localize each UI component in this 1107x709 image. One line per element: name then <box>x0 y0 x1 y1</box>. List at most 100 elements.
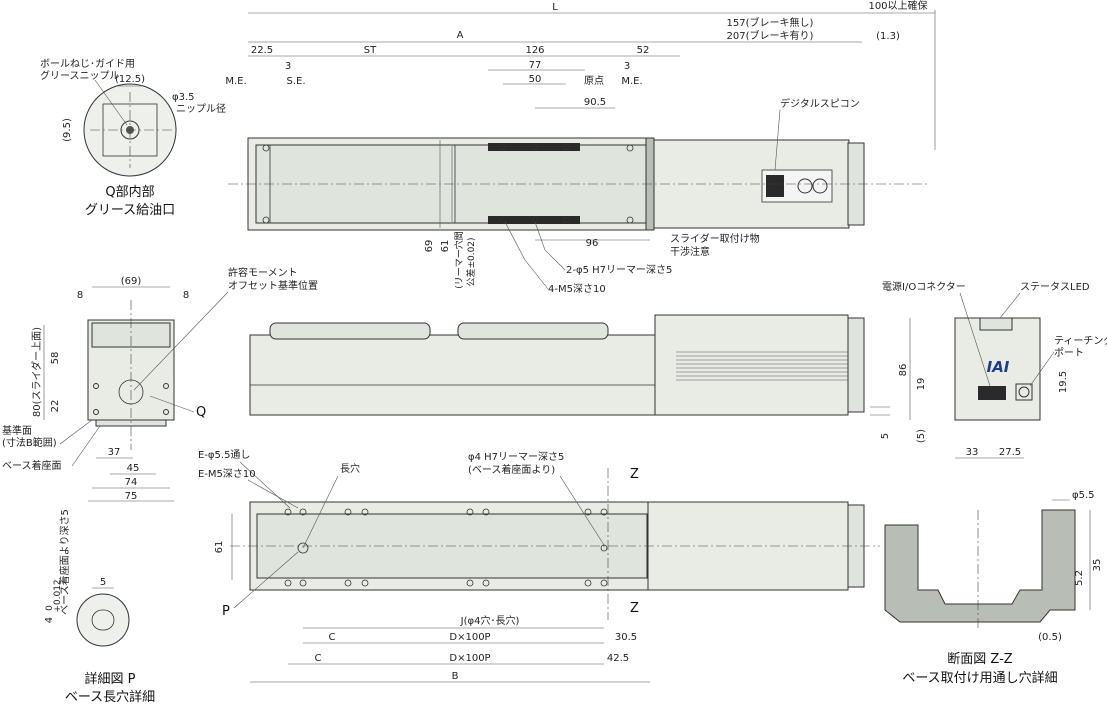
label-se: S.E. <box>286 76 305 87</box>
dim-27-5: 27.5 <box>999 447 1021 458</box>
dim-Dx1: D×100P <box>449 632 490 643</box>
label-origin: 原点 <box>584 75 604 87</box>
dim-69p: (69) <box>121 276 142 287</box>
dim-p-tol-sup: +0.012 <box>53 579 63 612</box>
dim-3b: 3 <box>624 61 630 72</box>
label-p: P <box>222 604 230 619</box>
dim-brake-none: 157(ブレーキ無し) <box>727 16 814 29</box>
dim-19-5: 19.5 <box>1058 371 1069 393</box>
dim-19: 19 <box>916 378 927 391</box>
dim-22: 22 <box>50 400 61 413</box>
dim-74: 74 <box>125 477 138 488</box>
top-rail-1 <box>488 143 580 151</box>
label-teaching-1: ティーチング <box>1054 334 1107 347</box>
label-slot: 長穴 <box>340 462 360 475</box>
dim-8a: 8 <box>77 290 83 301</box>
dim-0-5: (0.5) <box>1038 632 1062 643</box>
dim-77: 77 <box>529 60 542 71</box>
dim-e-phi5-5: E-φ5.5通し <box>198 449 250 461</box>
dim-33: 33 <box>966 447 979 458</box>
label-z-bottom: Z <box>630 601 639 616</box>
label-ref-face-1: 基準面 <box>2 424 32 437</box>
zz-section-shape <box>884 509 1076 623</box>
label-moment-1: 許容モーメント <box>228 266 298 279</box>
dim-9-5: (9.5) <box>62 118 73 142</box>
detail-p: 5 4 +0.012 0 ベース着座面より深さ5 詳細図 P ベース長穴詳細 <box>44 509 155 705</box>
label-q: Q <box>196 405 206 420</box>
dim-brake-with: 207(ブレーキ有り) <box>727 29 814 42</box>
side-fins <box>676 351 848 381</box>
dim-C1: C <box>329 632 336 643</box>
dim-tolerance: 公差±0.02) <box>465 237 477 286</box>
caption-zz-title: 断面図 Z-Z <box>947 652 1013 667</box>
label-slider-note-1: スライダー取付け物 <box>670 232 760 245</box>
side-body <box>249 334 661 416</box>
label-me-left: M.E. <box>225 76 246 87</box>
dim-p-5: 5 <box>100 577 106 588</box>
side-slider-1 <box>269 322 431 340</box>
dim-p-4: 4 <box>44 617 55 623</box>
dim-12-5: (12.5) <box>115 74 145 85</box>
label-me-right: M.E. <box>621 76 642 87</box>
caption-p-sub: ベース長穴詳細 <box>65 689 155 705</box>
right-end-view: IAI 電源I/Oコネクター ステータスLED ティーチング ポート 86 19… <box>882 280 1107 459</box>
power-io-connector <box>978 386 1006 400</box>
dim-clear100: 100以上確保 <box>868 0 927 12</box>
dim-50: 50 <box>529 74 542 85</box>
caption-p-title: 詳細図 P <box>85 671 136 687</box>
side-slider-2 <box>457 322 609 340</box>
dim-5p: (5) <box>916 429 927 443</box>
dim-69: 69 <box>424 240 435 253</box>
caption-q-title: Q部内部 <box>105 184 154 200</box>
dim-phi3-5: φ3.5 <box>172 92 195 103</box>
label-slider-note-2: 干渉注意 <box>670 245 710 258</box>
label-base-face: ベース着座面 <box>2 459 62 472</box>
label-ref-face-2: (寸法B範囲) <box>2 436 57 449</box>
dim-ST: ST <box>364 45 377 56</box>
dim-ream-pitch: (リーマー穴間 <box>453 231 465 289</box>
dim-p-side: ベース着座面より深さ5 <box>58 509 71 615</box>
p-slot <box>91 609 115 631</box>
end-view: (69) 8 8 80(スライダー上面) 58 22 37 45 74 75 許… <box>2 266 318 502</box>
bottom-view: E-φ5.5通し E-M5深さ10 長穴 φ4 H7リーマー深さ5 (ベース着座… <box>198 449 880 683</box>
caption-q-sub: グリース給油口 <box>85 203 175 218</box>
dim-phi4b: (ベース着座面より) <box>468 463 555 476</box>
dim-e-m5: E-M5深さ10 <box>198 468 256 480</box>
dim-96: 96 <box>586 238 599 249</box>
dim-80: 80(スライダー上面) <box>30 327 43 417</box>
label-tap-holes: 4-M5深さ10 <box>548 283 606 295</box>
dim-1-3: (1.3) <box>876 31 900 42</box>
dim-L: L <box>552 2 558 13</box>
label-z-top: Z <box>630 467 639 482</box>
side-motor <box>654 314 849 416</box>
dim-58: 58 <box>50 352 61 365</box>
dim-3a: 3 <box>285 61 291 72</box>
dim-86: 86 <box>898 364 909 377</box>
top-dimensions: L 100以上確保 A 157(ブレーキ無し) 207(ブレーキ有り) (1.3… <box>225 0 936 289</box>
dim-J: J(φ4穴･長穴) <box>460 614 520 627</box>
dim-61b: 61 <box>214 541 225 554</box>
bottom-holes <box>284 508 608 587</box>
dim-30-5: 30.5 <box>615 632 637 643</box>
dim-C2: C <box>315 653 322 664</box>
dim-8b: 8 <box>183 290 189 301</box>
label-grease-1: ボールねじ･ガイド用 <box>40 58 135 70</box>
detail-q: ボールねじ･ガイド用 グリースニップル (12.5) (9.5) φ3.5 ニッ… <box>40 58 226 218</box>
dim-p-tol-sub: 0 <box>45 605 55 611</box>
dim-42-5: 42.5 <box>607 653 629 664</box>
speedcon-switches <box>766 175 784 197</box>
dim-45: 45 <box>127 463 140 474</box>
label-grease-2: グリースニップル <box>40 69 120 82</box>
dim-35: 35 <box>1092 559 1103 572</box>
top-labels: デジタルスピコン スライダー取付け物 干渉注意 2-φ5 H7リーマー深さ5 4… <box>504 97 860 295</box>
dim-37: 37 <box>108 447 121 458</box>
dim-126: 126 <box>525 45 544 56</box>
iai-logo: IAI <box>987 358 1010 376</box>
p-circle <box>76 593 130 647</box>
dim-5r: 5 <box>880 433 891 439</box>
label-power-io: 電源I/Oコネクター <box>882 280 966 293</box>
dim-52: 52 <box>637 45 650 56</box>
dim-22-5: 22.5 <box>251 45 273 56</box>
